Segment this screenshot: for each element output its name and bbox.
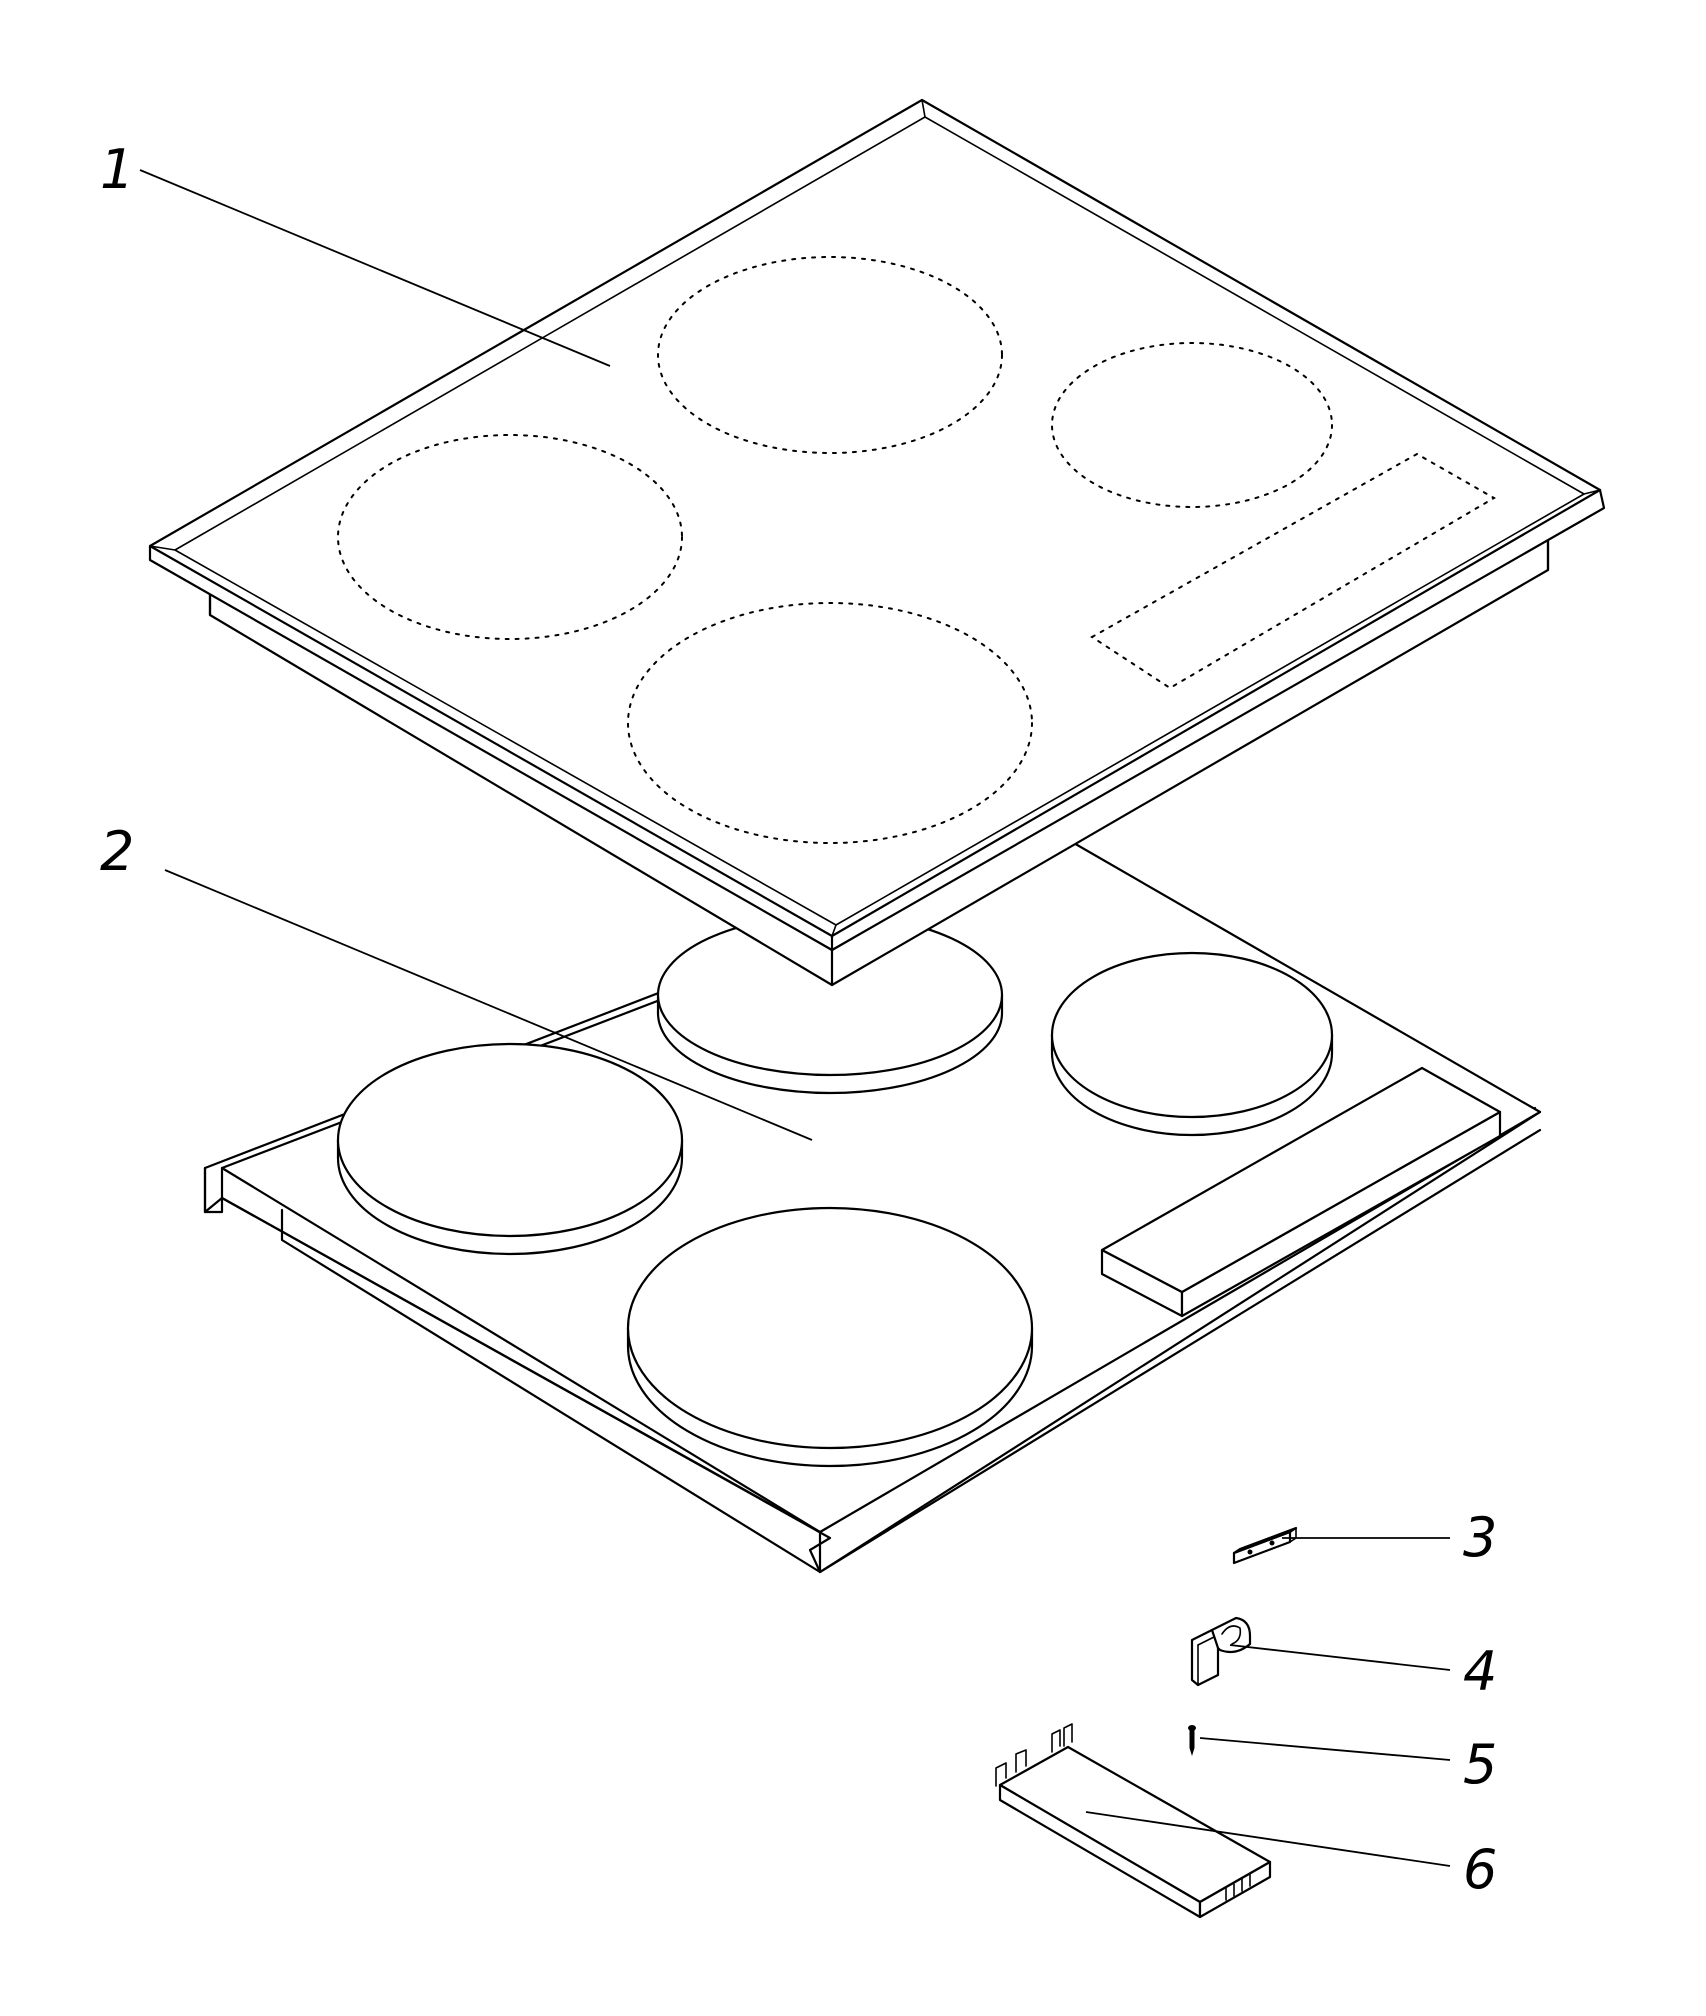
part-label-3: 3 [1463, 1506, 1497, 1569]
zone-control-panel [1090, 452, 1496, 690]
leader-1 [139, 169, 611, 367]
part-label-2: 2 [100, 820, 134, 883]
leader-6 [1085, 1811, 1451, 1867]
leader-4 [1229, 1644, 1451, 1671]
leader-2 [164, 869, 813, 1141]
part-label-5: 5 [1463, 1733, 1497, 1796]
zone-rear-center [657, 256, 1003, 454]
leader-lines [139, 169, 1451, 1867]
part-label-4: 4 [1463, 1640, 1497, 1703]
hot-plate-front-left [336, 1042, 684, 1256]
part-label-1: 1 [100, 138, 134, 201]
part-3-flat-bracket [1232, 1526, 1298, 1565]
zone-rear-right [1051, 342, 1333, 508]
part-2-hob-base [203, 840, 1542, 1574]
leader-5 [1199, 1737, 1451, 1761]
part-5-screw [1188, 1725, 1196, 1756]
top-slab [148, 98, 1606, 952]
part-labels: 1 2 3 4 5 6 [100, 138, 1497, 1901]
zone-front-left [337, 434, 683, 640]
part-6-cover-plate [995, 1723, 1272, 1919]
zone-front-center [627, 602, 1033, 844]
hot-plate-rear-right [1050, 951, 1334, 1137]
part-label-6: 6 [1463, 1838, 1497, 1901]
control-strip-block [1100, 1066, 1502, 1318]
hot-plate-front-center [626, 1206, 1034, 1468]
part-1-glass-top [148, 98, 1606, 987]
hot-plate-rear-center [656, 913, 1004, 1095]
part-4-clip [1190, 1616, 1252, 1687]
